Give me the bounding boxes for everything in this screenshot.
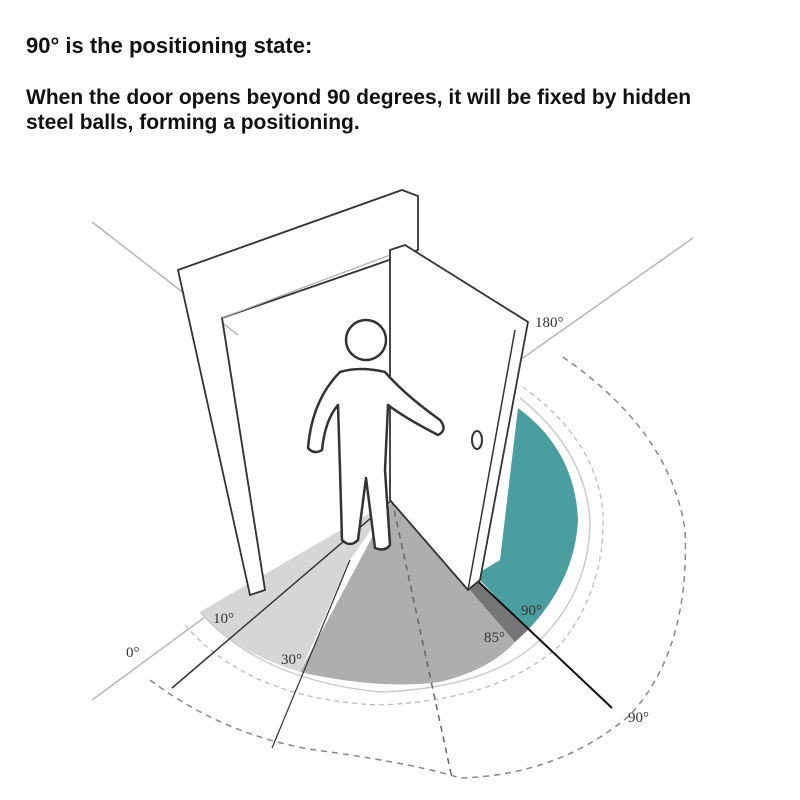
- person-head: [344, 318, 388, 362]
- right-wall-line: [519, 237, 694, 361]
- open-door-edge: [467, 329, 516, 591]
- ray-30: [271, 559, 351, 749]
- angle-label-180: 180°: [535, 315, 564, 331]
- door-frame: [176, 189, 419, 597]
- angle-label-85: 85°: [484, 630, 505, 646]
- angle-label-90-inner: 90°: [521, 603, 542, 619]
- header: 90° is the positioning state: When the d…: [26, 32, 786, 135]
- person-figure-icon: [306, 367, 445, 551]
- door-knob-icon: [471, 430, 483, 450]
- angle-label-30: 30°: [281, 652, 302, 668]
- ray-85: [391, 499, 453, 779]
- door-frame-inner: [221, 317, 266, 591]
- angle-label-0: 0°: [126, 645, 140, 661]
- arc-inner-dashed: [184, 384, 604, 706]
- page-title: 90° is the positioning state:: [26, 33, 313, 58]
- arc-outer-dashed: [149, 354, 687, 779]
- sector-30-to-85: [300, 500, 515, 685]
- description-text: When the door opens beyond 90 degrees, i…: [26, 86, 692, 134]
- door-frame-back-line: [221, 254, 391, 319]
- arc-inner-solid: [199, 397, 591, 693]
- angle-label-90-outer: 90°: [628, 710, 649, 726]
- angle-label-10: 10°: [213, 611, 234, 627]
- open-door: [389, 244, 529, 592]
- positioning-zone-sector: [475, 408, 578, 630]
